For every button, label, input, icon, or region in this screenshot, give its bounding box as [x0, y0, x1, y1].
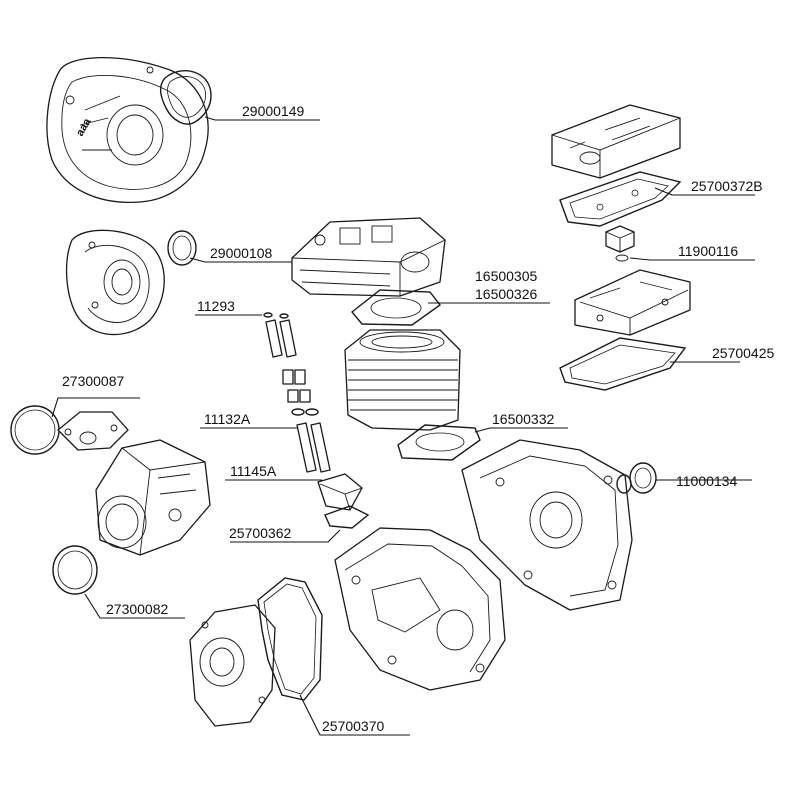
callout-11293: 11293: [197, 298, 235, 314]
carburetor: [95, 439, 211, 556]
callout-25700372b: 25700372B: [691, 178, 763, 194]
cylinder: [344, 329, 461, 431]
carb-ring-gasket-top: [10, 405, 60, 455]
callout-16500305: 16500305: [475, 268, 538, 284]
air-cleaner-gasket: [159, 70, 212, 125]
head-gasket: [351, 289, 441, 326]
callout-29000149: 29000149: [242, 103, 305, 119]
air-cleaner-backplate: [65, 229, 165, 336]
air-cleaner-cover: aaa: [46, 56, 209, 204]
callout-27300087: 27300087: [62, 373, 125, 389]
pushrod-assembly: [263, 312, 331, 473]
callout-11900116: 11900116: [678, 243, 738, 259]
callout-27300082: 27300082: [106, 601, 169, 617]
callout-16500332: 16500332: [492, 411, 555, 427]
leader-lines: [51, 116, 755, 736]
callout-25700370: 25700370: [322, 718, 385, 734]
callout-29000108: 29000108: [210, 245, 273, 261]
callout-25700362: 25700362: [229, 525, 292, 541]
rocker-cover-gasket-lower: [559, 337, 687, 391]
cylinder-base-gasket: [397, 424, 481, 461]
crank-seal-inner: [616, 474, 632, 494]
primary-cover: [189, 604, 276, 727]
crankcase-right: [461, 439, 633, 611]
tappet-block: [317, 473, 363, 511]
callout-16500326: 16500326: [475, 286, 538, 302]
rocker-cover-gasket-top: [559, 171, 682, 227]
tappet-gasket: [324, 505, 370, 529]
callout-25700425: 25700425: [712, 345, 775, 361]
breather-valve: [605, 225, 635, 262]
primary-cover-gasket: [257, 577, 323, 701]
callout-11145a: 11145A: [230, 463, 277, 479]
callout-11132a: 11132A: [204, 411, 251, 427]
rocker-cover-lower: [574, 269, 691, 336]
part-number-labels: 29000149 25700372B 29000108 11900116 165…: [62, 103, 775, 734]
crank-seal-outer: [629, 462, 657, 494]
carb-ring-gasket-bottom: [52, 545, 98, 595]
callout-11000134: 11000134: [676, 473, 737, 489]
crankcase-left: [334, 527, 506, 691]
backplate-seal: [167, 230, 197, 266]
carb-adapter-plate: [57, 411, 129, 451]
cylinder-head: [291, 217, 446, 297]
rocker-cover-top: [551, 104, 681, 179]
